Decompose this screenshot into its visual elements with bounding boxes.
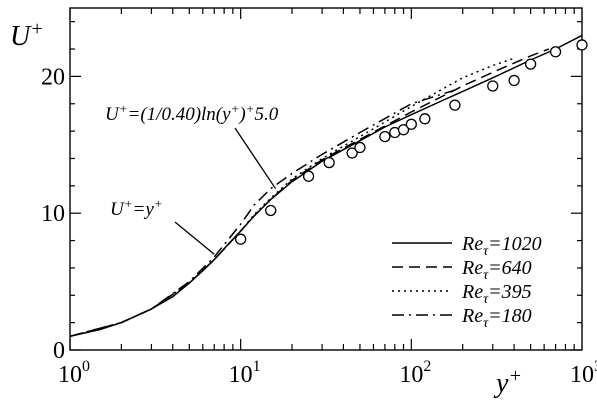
data-point-marker xyxy=(346,147,358,159)
y-tick-label: 0 xyxy=(53,338,65,364)
x-axis-title: y+ xyxy=(493,365,522,399)
legend-label: Reτ=180 xyxy=(461,305,532,331)
data-point-marker xyxy=(549,46,562,58)
y-tick-label: 20 xyxy=(41,64,65,90)
data-point-marker xyxy=(302,170,315,182)
x-tick-label: 102 xyxy=(399,358,431,388)
axis-ticks xyxy=(69,8,582,351)
data-point-marker xyxy=(265,204,277,217)
y-tick-label: 10 xyxy=(41,201,65,227)
series-line-dashdot xyxy=(69,89,456,338)
data-point-marker xyxy=(576,39,588,51)
data-point-marker xyxy=(405,118,417,130)
x-tick-label: 100 xyxy=(58,358,90,388)
series-line-dotted xyxy=(69,57,514,338)
data-point-marker xyxy=(524,58,537,70)
data-point-marker xyxy=(235,233,247,245)
legend-label: Reτ=640 xyxy=(461,257,532,283)
data-point-marker xyxy=(379,130,391,143)
tick-labels: 100 101 102 103 0 10 20 xyxy=(41,64,597,388)
x-tick-label: 101 xyxy=(229,358,261,388)
data-point-marker xyxy=(508,74,520,87)
data-point-marker xyxy=(449,99,461,111)
axis-titles: U+ y+ xyxy=(10,18,522,399)
legend-label: Reτ=1020 xyxy=(461,233,542,259)
data-point-marker xyxy=(487,80,499,92)
data-point-marker xyxy=(323,156,335,169)
plot-frame xyxy=(69,7,583,351)
data-point-marker xyxy=(354,141,366,154)
data-point-marker xyxy=(419,113,431,125)
y-axis-title: U+ xyxy=(10,18,44,52)
linear-law-label: U+=y+ xyxy=(110,196,163,220)
linear-law-arrow xyxy=(174,221,215,255)
data-point-marker xyxy=(397,124,410,136)
log-law-label: U+=(1/0.40)ln(y+)+5.0 xyxy=(105,101,279,125)
legend-label: Reτ=395 xyxy=(461,281,532,307)
series-layer xyxy=(69,34,583,338)
x-tick-label: 103 xyxy=(570,358,597,388)
plot-border xyxy=(69,7,583,351)
marker-layer xyxy=(235,39,588,245)
annotation-layer: U+=(1/0.40)ln(y+)+5.0U+=y+ xyxy=(105,101,279,255)
log-law-arrow xyxy=(234,127,277,189)
